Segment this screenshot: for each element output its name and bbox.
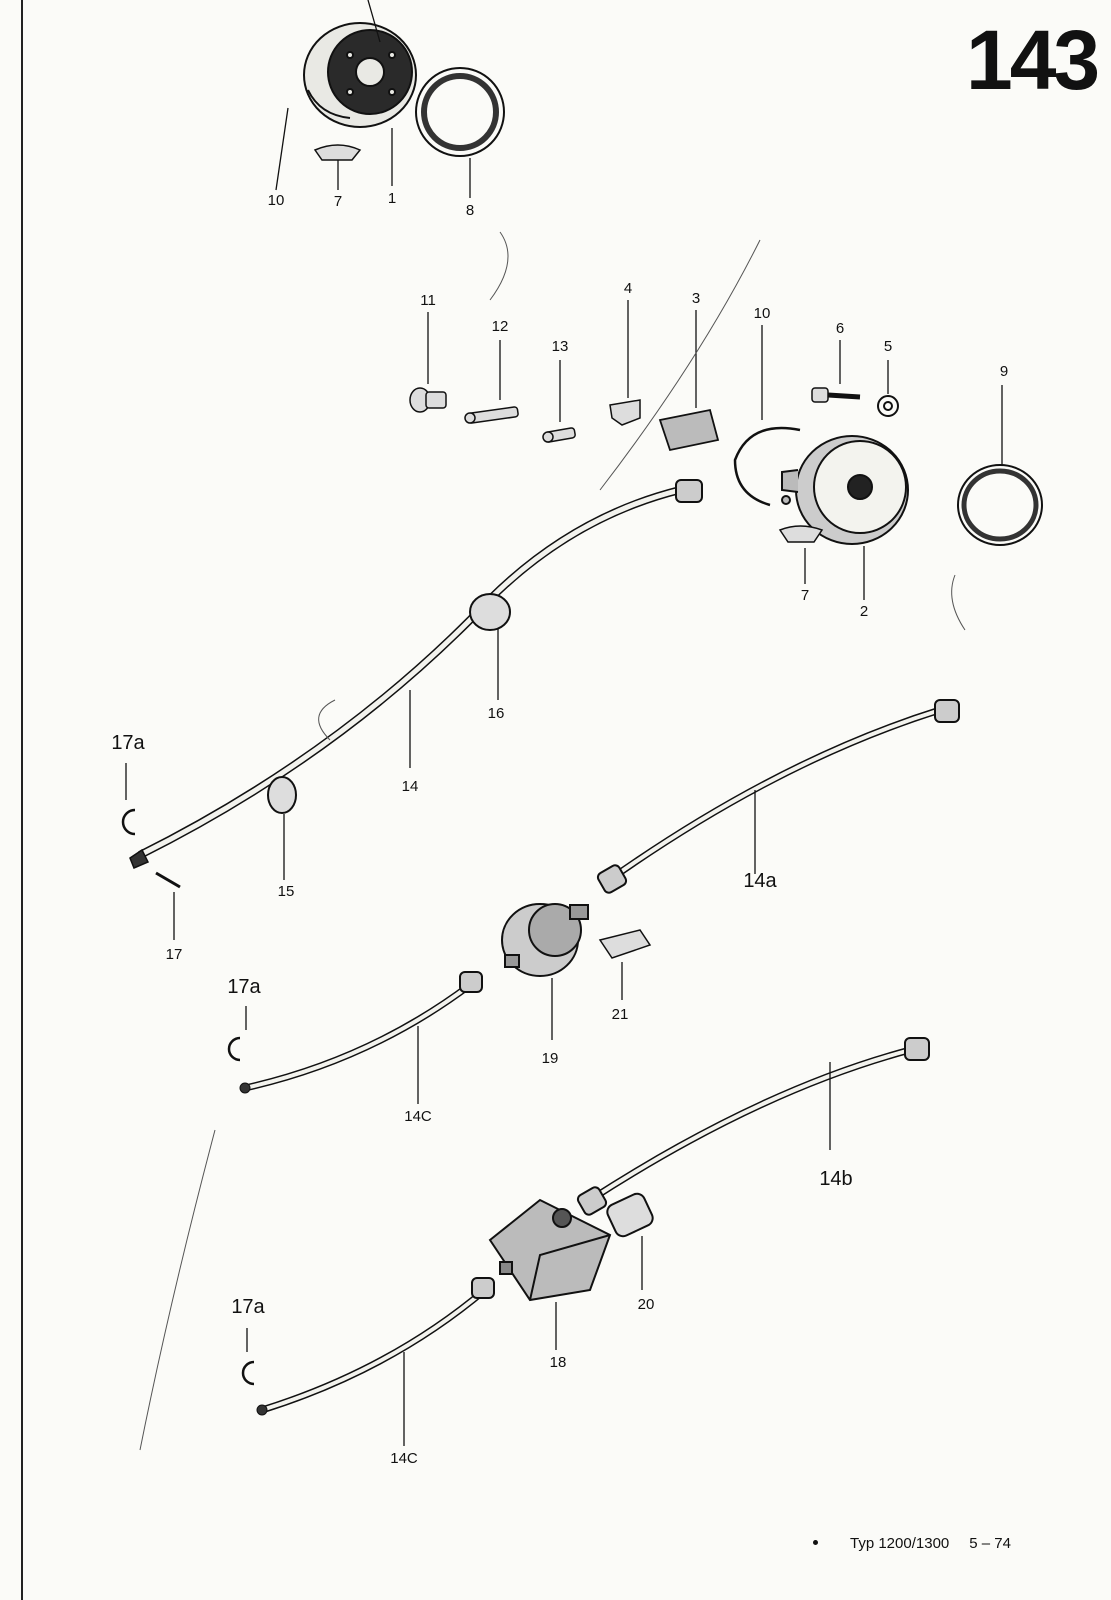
switch-3 <box>658 408 720 452</box>
scan-marks <box>139 231 966 1451</box>
callout-13: 13 <box>551 338 569 355</box>
gauge-assembly-small <box>303 22 417 128</box>
seal-ring-mid <box>733 426 801 507</box>
callout-6: 6 <box>835 320 845 337</box>
callout-18: 18 <box>549 1354 567 1371</box>
callout-7-top: 7 <box>333 193 343 210</box>
callout-14c-upper: 14C <box>404 1108 432 1125</box>
callout-5: 5 <box>883 338 893 355</box>
callout-11: 11 <box>420 292 436 309</box>
speedometer-cable-14 <box>129 479 703 869</box>
callout-4: 4 <box>623 280 633 297</box>
callout-7-mid: 7 <box>800 587 810 604</box>
bracket-21 <box>598 929 652 959</box>
callout-9: 9 <box>999 363 1009 380</box>
callout-15: 15 <box>277 883 295 900</box>
speedometer-cable-14c-upper <box>239 971 483 1094</box>
drive-unit-18 <box>488 1198 612 1302</box>
leader-lines-top <box>275 0 471 198</box>
callout-14b: 14b <box>819 1168 853 1190</box>
leader-lines-middle <box>427 300 1003 600</box>
callout-2: 2 <box>859 603 869 620</box>
washer-5 <box>877 395 899 417</box>
callout-17: 17 <box>165 946 183 963</box>
screw-6 <box>811 387 861 403</box>
bulb-holder-top <box>313 144 362 161</box>
connector-20 <box>606 1192 654 1238</box>
circlip-3 <box>241 1360 255 1386</box>
leader-lines-18-20 <box>555 1236 643 1350</box>
clip-4 <box>609 399 641 426</box>
callout-3: 3 <box>691 290 701 307</box>
bulb-13 <box>542 427 576 443</box>
callout-17a-2: 17a <box>227 976 261 998</box>
leader-lines-19-21 <box>551 962 623 1040</box>
callout-17a-3: 17a <box>231 1296 265 1318</box>
circlip-1 <box>121 808 136 836</box>
switch-knob-11 <box>409 387 447 413</box>
callout-17a-1: 17a <box>111 732 145 754</box>
leader-lines-14c-lower <box>246 1328 405 1446</box>
footer-date: 5 – 74 <box>969 1535 1011 1552</box>
speedometer-cable-14a <box>596 699 960 894</box>
callout-10-mid: 10 <box>753 305 771 322</box>
callout-14a: 14a <box>743 870 777 892</box>
bezel-ring-small <box>415 67 505 157</box>
footer-bullet <box>813 1540 818 1545</box>
callout-12: 12 <box>491 318 509 335</box>
footer-model: Typ 1200/1300 <box>850 1535 950 1552</box>
callout-10-top: 10 <box>267 192 285 209</box>
callout-20: 20 <box>637 1296 655 1313</box>
bulb-holder-mid <box>778 525 824 543</box>
circlip-2 <box>227 1036 241 1062</box>
callout-1: 1 <box>387 190 397 207</box>
leader-lines-cable14 <box>125 628 499 940</box>
footer: Typ 1200/1300 5 – 74 <box>850 1535 1011 1552</box>
callout-14: 14 <box>401 778 419 795</box>
speedometer-cable-14b <box>576 1037 930 1216</box>
page-number: 143 <box>966 13 1100 107</box>
speedometer-cable-14c-lower <box>256 1277 495 1416</box>
callout-21: 21 <box>611 1006 629 1023</box>
drive-unit-19 <box>501 903 589 977</box>
speedometer <box>781 435 909 545</box>
bezel-ring-large <box>957 464 1043 546</box>
callout-8: 8 <box>465 202 475 219</box>
switch-shaft-12 <box>464 406 519 424</box>
pin-17 <box>155 871 181 889</box>
callout-16: 16 <box>487 705 505 722</box>
leader-lines-14c-upper <box>245 1006 419 1104</box>
callout-19: 19 <box>541 1050 559 1067</box>
callout-14c-lower: 14C <box>390 1450 418 1467</box>
